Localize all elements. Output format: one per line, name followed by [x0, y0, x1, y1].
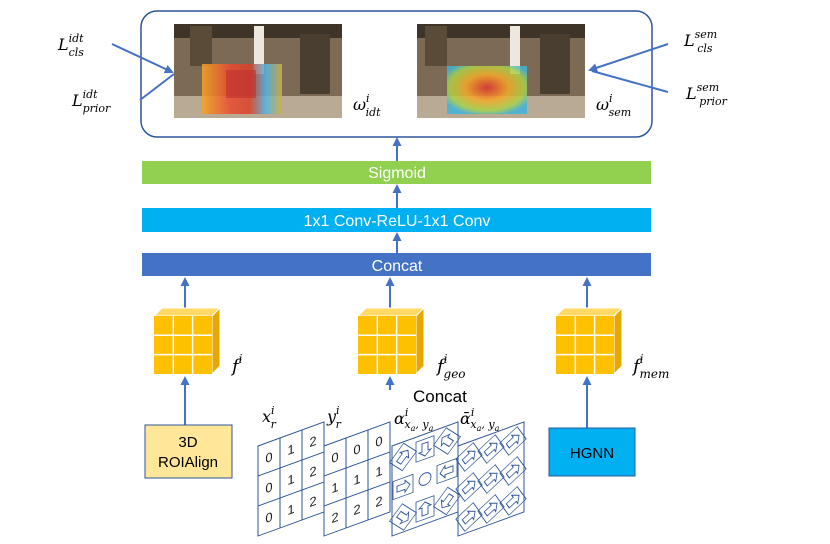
- yr-grid-cell: 1: [353, 471, 360, 488]
- conv-layer: [142, 208, 651, 232]
- yr-grid-cell: 0: [375, 433, 382, 450]
- sigmoid-layer: [142, 161, 651, 184]
- xr-grid-cell: 2: [309, 493, 316, 510]
- xr-grid-cell: 1: [287, 501, 294, 518]
- alpha-grid: [389, 421, 461, 537]
- yr-grid-cell: 2: [331, 509, 338, 526]
- roi-line2: ROIAlign: [158, 454, 218, 471]
- yr-grid-cell: 2: [375, 493, 382, 510]
- xr-grid-cell: 2: [309, 433, 316, 450]
- hgnn-box: [548, 427, 636, 477]
- yr-grid-cell: 2: [353, 501, 360, 518]
- loss-arrow: [591, 70, 669, 93]
- xr-grid-cell: 0: [265, 449, 272, 466]
- yr-grid-cell: 1: [331, 479, 338, 496]
- conv-label: 1x1 Conv-ReLU-1x1 Conv: [304, 213, 491, 230]
- feature-cube-f: [152, 306, 222, 376]
- identity-attention-frame: [174, 24, 342, 118]
- yr-grid-cell: 0: [331, 449, 338, 466]
- yr-grid-cell: 1: [375, 463, 382, 480]
- concat-label: Concat: [372, 258, 423, 275]
- loss-arrow: [588, 43, 669, 73]
- yr-grid-cell: 0: [353, 441, 360, 458]
- f-label: fi: [230, 352, 243, 377]
- xr-grid-cell: 0: [265, 509, 272, 526]
- loss-arrow: [139, 73, 175, 101]
- xr-grid-cell: 1: [287, 471, 294, 488]
- roi-line1: 3D: [178, 434, 197, 451]
- xr-grid-cell: 1: [287, 441, 294, 458]
- hgnn-label: HGNN: [570, 445, 614, 462]
- xr-grid-cell: 0: [265, 479, 272, 496]
- roi-align-box: [144, 424, 233, 479]
- feature-cube-f-mem: [554, 306, 624, 376]
- geo-concat-label: Concat: [413, 387, 467, 406]
- alpha-bar-grid: [455, 421, 527, 537]
- sigmoid-label: Sigmoid: [368, 165, 426, 182]
- xr-grid-cell: 2: [309, 463, 316, 480]
- loss-arrow: [111, 43, 174, 74]
- feature-cube-f-geo: [356, 306, 426, 376]
- semantic-attention-frame: [417, 24, 585, 118]
- concat-layer: [142, 253, 651, 276]
